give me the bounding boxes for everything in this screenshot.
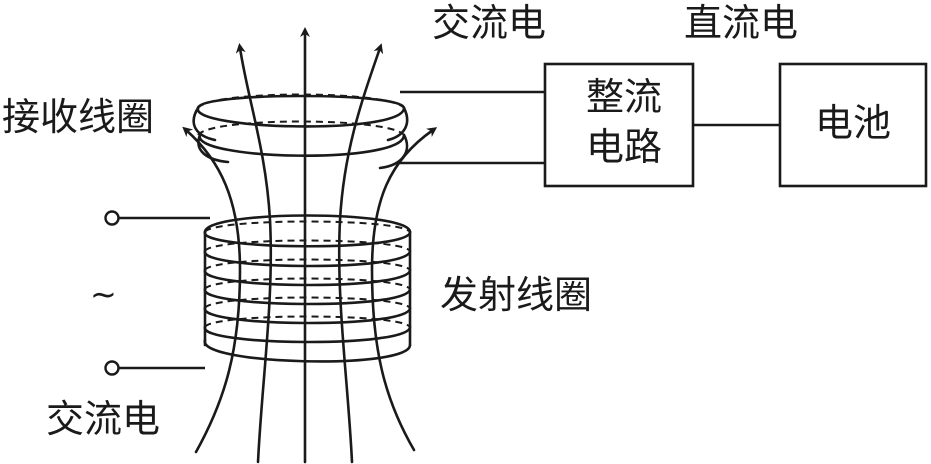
label-receive-coil: 接收线圈 [2, 95, 154, 139]
field-line-inner-left [235, 43, 273, 464]
label-ac-bottom: 交流电 [46, 397, 160, 441]
label-ac-symbol: ~ [90, 275, 117, 313]
tx-terminal-bottom [104, 360, 120, 376]
label-ac-top: 交流电 [432, 1, 546, 45]
field-line-outer-left [182, 126, 242, 454]
field-line-inner-right [337, 43, 384, 464]
label-transmit-coil: 发射线圈 [440, 273, 592, 317]
field-line-outer-right [370, 127, 438, 452]
receiving-coil [192, 93, 409, 170]
wires [104, 90, 780, 376]
rectifier-box [543, 62, 695, 188]
label-dc-top: 直流电 [684, 1, 798, 45]
tx-terminal-top [104, 210, 120, 226]
label-rectifier-line2: 电路 [586, 125, 662, 169]
magnetic-field-lines [182, 27, 438, 464]
label-rectifier-line1: 整流 [586, 75, 662, 119]
transmitting-coil [203, 214, 412, 363]
label-battery: 电池 [815, 101, 891, 145]
battery-box [778, 62, 928, 188]
